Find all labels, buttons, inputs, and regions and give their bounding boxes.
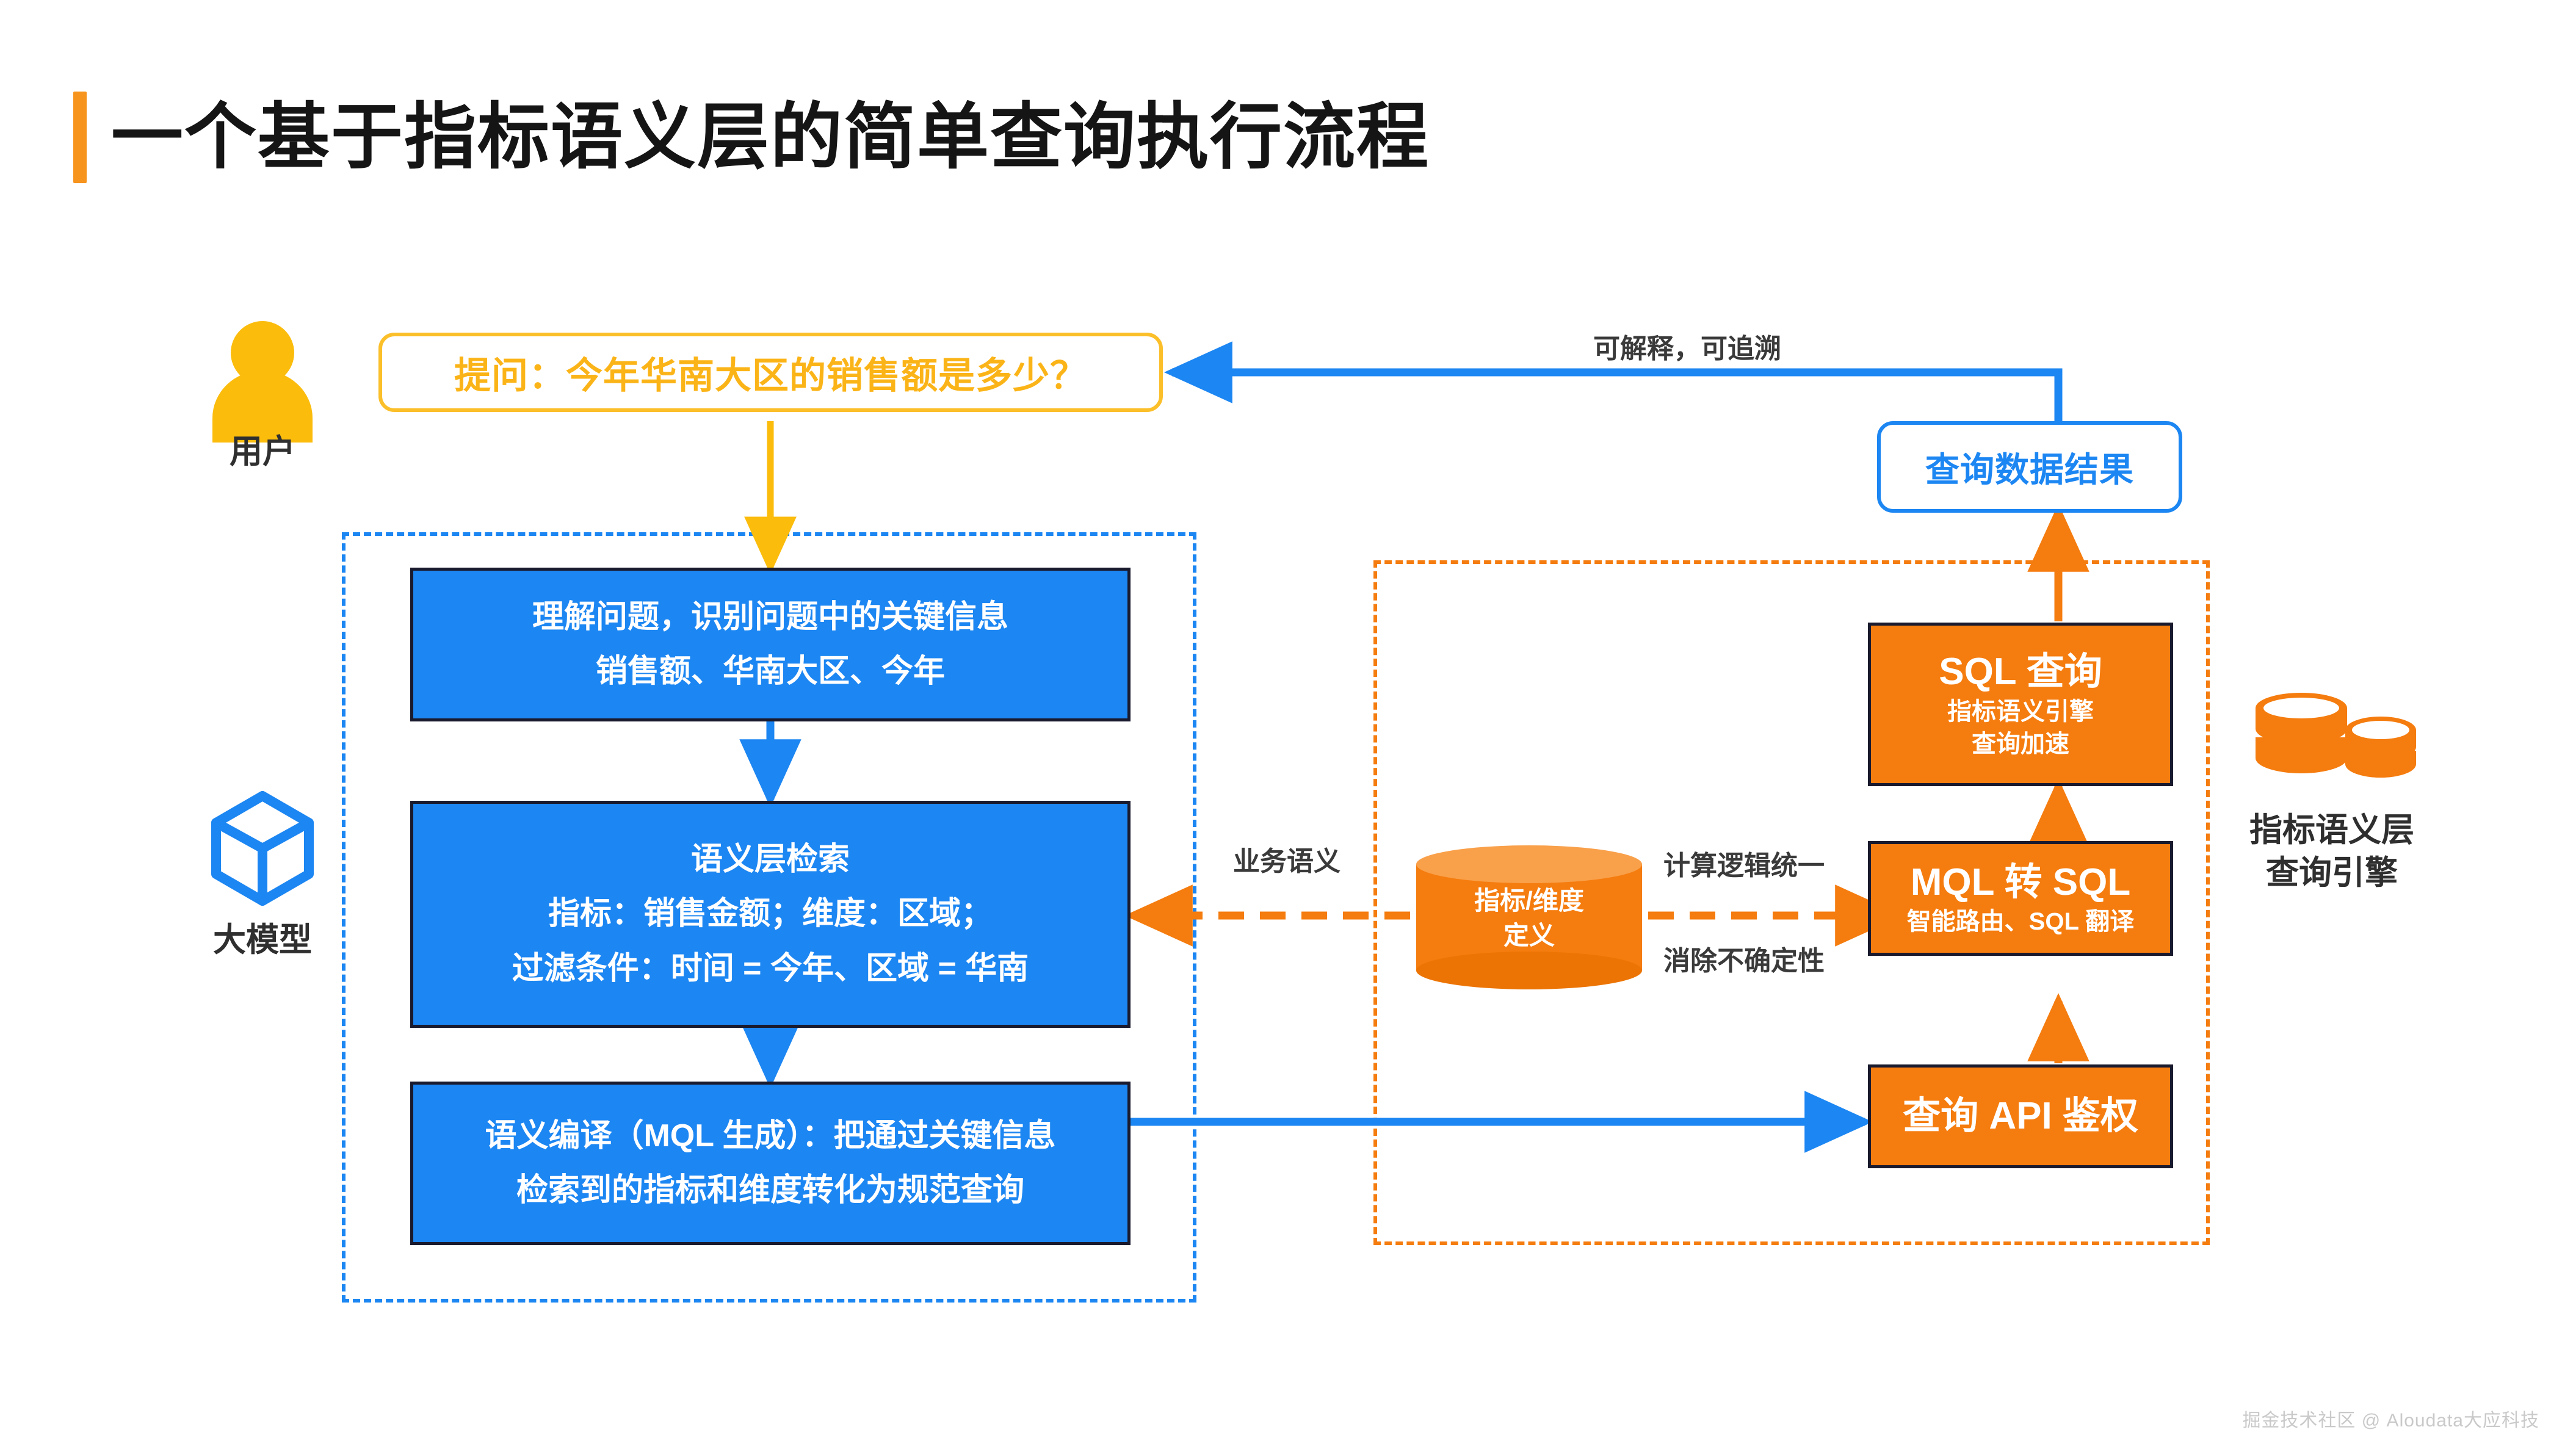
sql-query-sub1: 指标语义引擎 xyxy=(1947,698,2094,725)
question-text: 提问：今年华南大区的销售额是多少？ xyxy=(454,355,1087,396)
store-line1: 指标/维度 xyxy=(1474,886,1584,916)
user-icon xyxy=(201,317,324,446)
result-text: 查询数据结果 xyxy=(1925,450,2134,489)
step3-line2: 检索到的指标和维度转化为规范查询 xyxy=(516,1173,1024,1208)
llm-step-3[interactable]: 语义编译（MQL 生成）：把通过关键信息 检索到的指标和维度转化为规范查询 xyxy=(410,1082,1131,1245)
sql-query-box[interactable]: SQL 查询 指标语义引擎 查询加速 xyxy=(1868,623,2173,786)
query-api-auth-title: 查询 API 鉴权 xyxy=(1903,1095,2138,1138)
label-remove-uncertainty: 消除不确定性 xyxy=(1663,946,1825,976)
result-box[interactable]: 查询数据结果 xyxy=(1877,421,2182,513)
llm-label: 大模型 xyxy=(213,922,312,958)
user-label: 用户 xyxy=(230,433,295,470)
step2-line2: 指标：销售金额；维度：区域； xyxy=(548,896,993,932)
llm-step-2[interactable]: 语义层检索 指标：销售金额；维度：区域； 过滤条件：时间 = 今年、区域 = 华… xyxy=(410,801,1131,1028)
step2-line3: 过滤条件：时间 = 今年、区域 = 华南 xyxy=(512,950,1029,986)
step1-line2: 销售额、华南大区、今年 xyxy=(595,654,945,689)
page-title: 一个基于指标语义层的简单查询执行流程 xyxy=(111,97,1430,178)
llm-step-1[interactable]: 理解问题，识别问题中的关键信息 销售额、华南大区、今年 xyxy=(410,568,1131,721)
sql-query-sub2: 查询加速 xyxy=(1972,730,2069,757)
watermark: 掘金技术社区 @ Aloudata大应科技 xyxy=(2242,1411,2539,1431)
step2-line1: 语义层检索 xyxy=(690,841,850,877)
cylinder-top xyxy=(1416,845,1642,883)
label-business-semantics: 业务语义 xyxy=(1233,847,1340,876)
mql-to-sql-sub1: 智能路由、SQL 翻译 xyxy=(1906,908,2135,936)
sql-query-title: SQL 查询 xyxy=(1939,651,2102,693)
step3-line1: 语义编译（MQL 生成）：把通过关键信息 xyxy=(485,1118,1056,1154)
step1-line1: 理解问题，识别问题中的关键信息 xyxy=(532,599,1008,635)
question-box[interactable]: 提问：今年华南大区的销售额是多少？ xyxy=(378,333,1163,412)
cylinder-bottom xyxy=(1416,952,1642,989)
metric-dimension-store[interactable]: 指标/维度 定义 xyxy=(1416,845,1642,989)
title-accent-bar xyxy=(73,92,87,183)
mql-to-sql-box[interactable]: MQL 转 SQL 智能路由、SQL 翻译 xyxy=(1868,841,2173,956)
cube-icon xyxy=(201,787,324,909)
database-stack-icon xyxy=(2246,690,2417,800)
query-api-auth-box[interactable]: 查询 API 鉴权 xyxy=(1868,1064,2173,1168)
page-header: 一个基于指标语义层的简单查询执行流程 xyxy=(73,92,1430,183)
engine-zone-container xyxy=(1373,560,2210,1245)
store-line2: 定义 xyxy=(1503,921,1555,950)
label-traceable: 可解释，可追溯 xyxy=(1593,334,1781,364)
mql-to-sql-title: MQL 转 SQL xyxy=(1910,861,2131,903)
engine-label: 指标语义层 查询引擎 xyxy=(2249,812,2414,892)
wire-result-to-question xyxy=(1163,341,2063,427)
store-label: 指标/维度 定义 xyxy=(1416,870,1642,967)
label-unified-logic: 计算逻辑统一 xyxy=(1663,851,1825,881)
